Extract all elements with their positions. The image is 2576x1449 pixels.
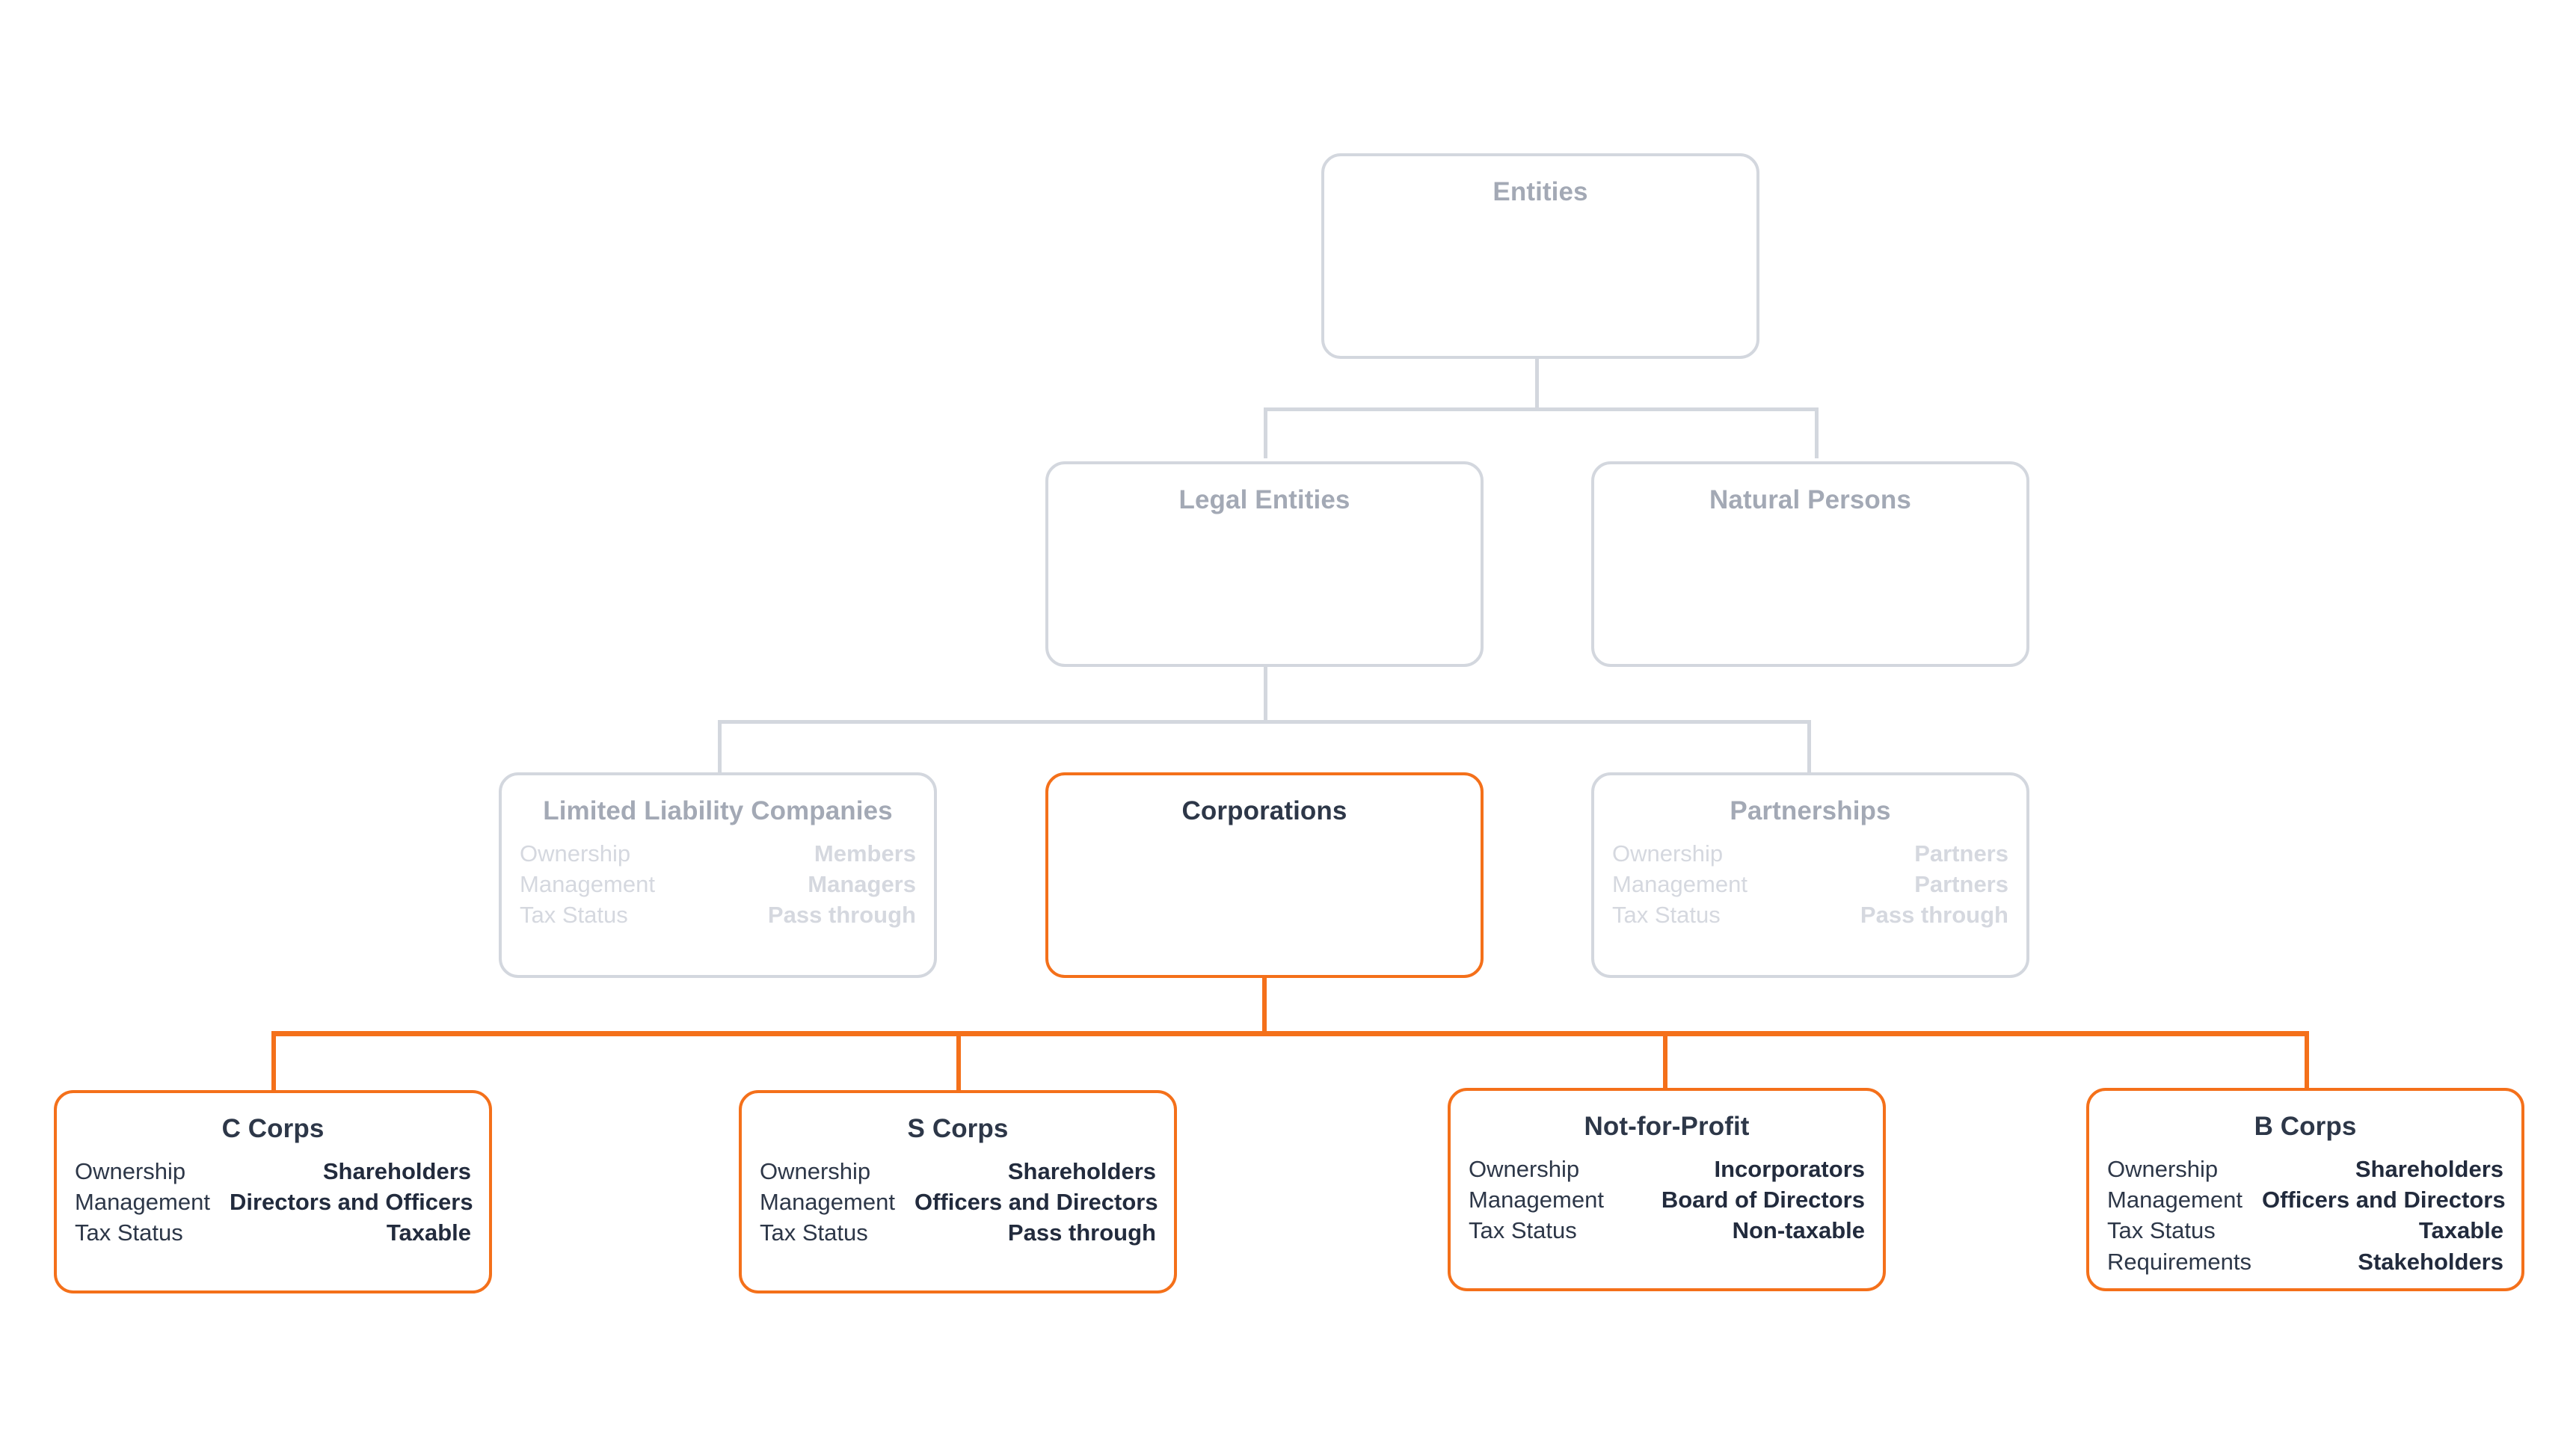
attr-label: Tax Status [1612,902,1721,929]
attr-row: Tax Status Taxable [2107,1215,2503,1246]
connector-b-corps-drop [2305,1031,2309,1092]
attr-label: Management [1612,871,1747,898]
node-entities-title: Entities [1493,177,1588,206]
connector-level2-bar [1264,407,1819,411]
attr-label: Ownership [520,840,631,867]
attr-value: Pass through [767,902,916,929]
attr-label: Tax Status [75,1219,183,1246]
node-not-for-profit-title: Not-for-Profit [1584,1112,1750,1141]
attr-row: Management Officers and Directors [760,1187,1158,1217]
node-legal-entities[interactable]: Legal Entities [1045,461,1484,667]
attr-row: Management Board of Directors [1469,1184,1865,1215]
attr-value: Pass through [1007,1219,1156,1246]
connector-not-for-profit-drop [1663,1031,1667,1092]
attr-label: Tax Status [2107,1217,2216,1244]
attr-row: Ownership Shareholders [760,1156,1156,1187]
connector-entities-stem [1535,357,1539,410]
attr-row: Ownership Shareholders [2107,1154,2503,1184]
node-b-corps-title: B Corps [2254,1112,2357,1141]
attr-row: Tax Status Pass through [520,899,916,930]
attr-value: Pass through [1860,902,2008,929]
attr-label: Ownership [760,1157,871,1184]
attr-row: Management Directors and Officers [75,1187,473,1217]
node-s-corps-title: S Corps [907,1114,1009,1143]
attr-label: Ownership [2107,1155,2219,1182]
connector-natural-persons-drop [1815,407,1819,458]
node-partnerships[interactable]: Partnerships Ownership Partners Manageme… [1591,772,2029,978]
connector-level4-bar [271,1031,2309,1036]
node-legal-entities-title: Legal Entities [1178,485,1350,514]
node-entities[interactable]: Entities [1321,153,1759,359]
attr-label: Tax Status [1469,1217,1577,1244]
connector-corporations-stem [1262,974,1267,1034]
attr-label: Tax Status [760,1219,868,1246]
attr-value: Taxable [2418,1217,2503,1244]
node-partnerships-attrs: Ownership Partners Management Partners T… [1612,838,2008,931]
attr-value: Incorporators [1714,1155,1865,1182]
node-corporations[interactable]: Corporations [1045,772,1484,978]
attr-label: Management [1469,1187,1604,1213]
node-b-corps[interactable]: B Corps Ownership Shareholders Managemen… [2086,1088,2524,1291]
attr-row: Ownership Members [520,838,916,869]
attr-row: Tax Status Taxable [75,1217,471,1248]
attr-row: Ownership Incorporators [1469,1154,1865,1184]
connector-legal-entities-drop [1264,407,1267,458]
connector-legal-entities-stem [1264,664,1267,722]
attr-row: Tax Status Non-taxable [1469,1215,1865,1246]
node-limited-liability-companies-attrs: Ownership Members Management Managers Ta… [520,838,916,931]
attr-row: Management Partners [1612,869,2008,899]
attr-label: Management [760,1189,895,1216]
attr-value: Shareholders [2355,1155,2503,1182]
attr-label: Management [520,871,655,898]
attr-row: Management Officers and Directors [2107,1184,2506,1215]
attr-value: Shareholders [322,1157,471,1184]
attr-label: Management [75,1189,210,1216]
node-s-corps-attrs: Ownership Shareholders Management Office… [760,1156,1158,1249]
attr-label: Tax Status [520,902,628,929]
attr-value: Non-taxable [1732,1217,1865,1244]
node-natural-persons-title: Natural Persons [1709,485,1911,514]
connector-partnerships-drop [1807,720,1811,776]
attr-label: Management [2107,1187,2243,1213]
node-c-corps-title: C Corps [221,1114,325,1143]
node-not-for-profit-attrs: Ownership Incorporators Management Board… [1469,1154,1865,1246]
node-natural-persons[interactable]: Natural Persons [1591,461,2029,667]
node-limited-liability-companies[interactable]: Limited Liability Companies Ownership Me… [499,772,937,978]
attr-value: Partners [1914,871,2008,898]
attr-value: Stakeholders [2358,1248,2503,1275]
attr-value: Shareholders [1007,1157,1156,1184]
attr-value: Members [814,840,916,867]
attr-row: Tax Status Pass through [1612,899,2008,930]
node-partnerships-title: Partnerships [1730,796,1891,825]
node-c-corps-attrs: Ownership Shareholders Management Direct… [75,1156,473,1249]
attr-label: Ownership [1612,840,1724,867]
attr-label: Ownership [1469,1155,1580,1182]
attr-row: Management Managers [520,869,916,899]
attr-value: Partners [1914,840,2008,867]
attr-label: Requirements [2107,1248,2251,1275]
attr-label: Ownership [75,1157,186,1184]
attr-value: Taxable [386,1219,471,1246]
node-b-corps-attrs: Ownership Shareholders Management Office… [2107,1154,2506,1277]
attr-row: Tax Status Pass through [760,1217,1156,1248]
node-s-corps[interactable]: S Corps Ownership Shareholders Managemen… [739,1090,1177,1293]
attr-value: Managers [808,871,916,898]
attr-row: Ownership Shareholders [75,1156,471,1187]
node-corporations-title: Corporations [1181,796,1347,825]
connector-llc-drop [718,720,722,776]
node-c-corps[interactable]: C Corps Ownership Shareholders Managemen… [54,1090,492,1293]
attr-value: Officers and Directors [914,1189,1158,1216]
attr-value: Directors and Officers [229,1189,473,1216]
attr-value: Board of Directors [1661,1187,1865,1213]
attr-value: Officers and Directors [2261,1187,2506,1213]
node-not-for-profit[interactable]: Not-for-Profit Ownership Incorporators M… [1448,1088,1886,1291]
connector-level3-bar [718,720,1811,724]
attr-row: Requirements Stakeholders [2107,1246,2503,1277]
connector-c-corps-drop [271,1031,276,1092]
connector-s-corps-drop [956,1031,961,1092]
attr-row: Ownership Partners [1612,838,2008,869]
node-limited-liability-companies-title: Limited Liability Companies [543,796,893,825]
